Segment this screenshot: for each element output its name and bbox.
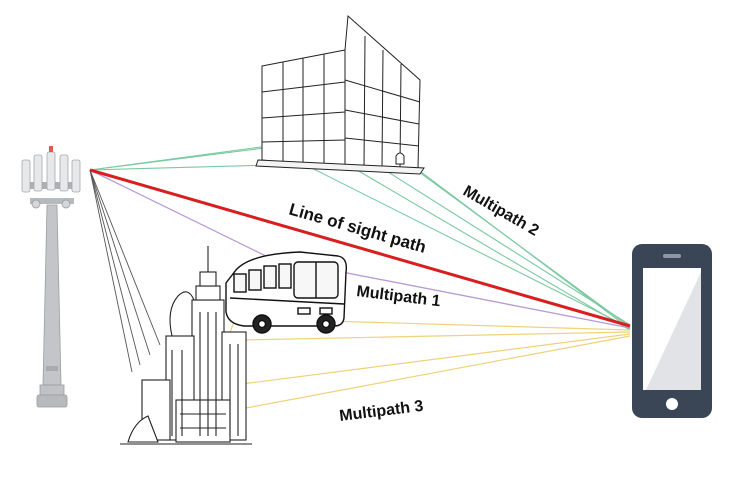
- city-buildings-icon: [120, 246, 252, 445]
- ground-scatter-paths: [89, 169, 161, 373]
- multipath-2-path: [89, 138, 631, 331]
- cell-tower-icon: [21, 146, 81, 408]
- bus-icon: [225, 251, 348, 334]
- multipath-3-path: [204, 317, 631, 409]
- signal-paths: [89, 138, 631, 409]
- multipath-1-label: Multipath 1: [356, 283, 442, 310]
- multipath-3-label: Multipath 3: [338, 398, 424, 425]
- office-building-icon: [255, 14, 425, 175]
- smartphone-icon: [632, 244, 712, 418]
- line-of-sight-path: [89, 168, 631, 328]
